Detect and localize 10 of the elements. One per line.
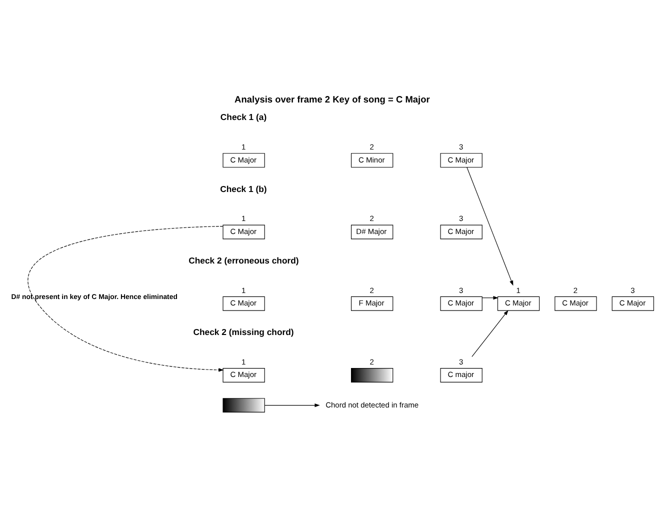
label: Check 1 (a): [220, 112, 267, 122]
arrow: [264, 402, 320, 407]
arrow: [466, 166, 514, 286]
label: Check 2 (missing chord): [193, 326, 294, 337]
diagram-title: Analysis over frame 2 Key of song = C Major: [234, 94, 430, 104]
label: Check 2 (erroneous chord): [188, 254, 299, 265]
arrow: [28, 225, 224, 372]
arrow: [482, 296, 498, 300]
arrow: [472, 310, 508, 356]
label: Check 1 (b): [220, 183, 267, 194]
